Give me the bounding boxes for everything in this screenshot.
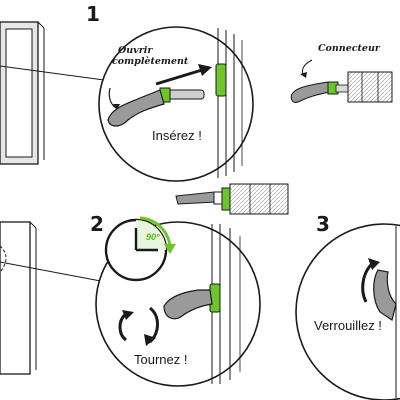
step-number-3: 3 [316, 212, 330, 236]
door-panel-bottom [0, 221, 37, 375]
step1-zoom-circle [98, 26, 254, 182]
connector-detail-middle [175, 183, 289, 215]
step3-zoom-circle [295, 223, 400, 400]
step3-action-label: Verrouillez ! [314, 318, 382, 333]
handwritten-open-line1: Ouvrir [118, 45, 153, 56]
clock-angle-label: 90° [146, 232, 160, 242]
leader-line-top [0, 65, 105, 81]
handwritten-open-line2: complètement [112, 56, 189, 67]
door-panel-top [0, 21, 45, 165]
connector-label: Connecteur [318, 43, 380, 54]
step1-action-label: Insérez ! [152, 128, 202, 143]
step2-action-label: Tournez ! [134, 352, 188, 367]
step-number-2: 2 [90, 212, 104, 236]
connector-detail [290, 59, 393, 103]
leader-line-bottom [0, 261, 107, 283]
step-number-1: 1 [86, 2, 100, 26]
clock-icon [104, 216, 176, 282]
